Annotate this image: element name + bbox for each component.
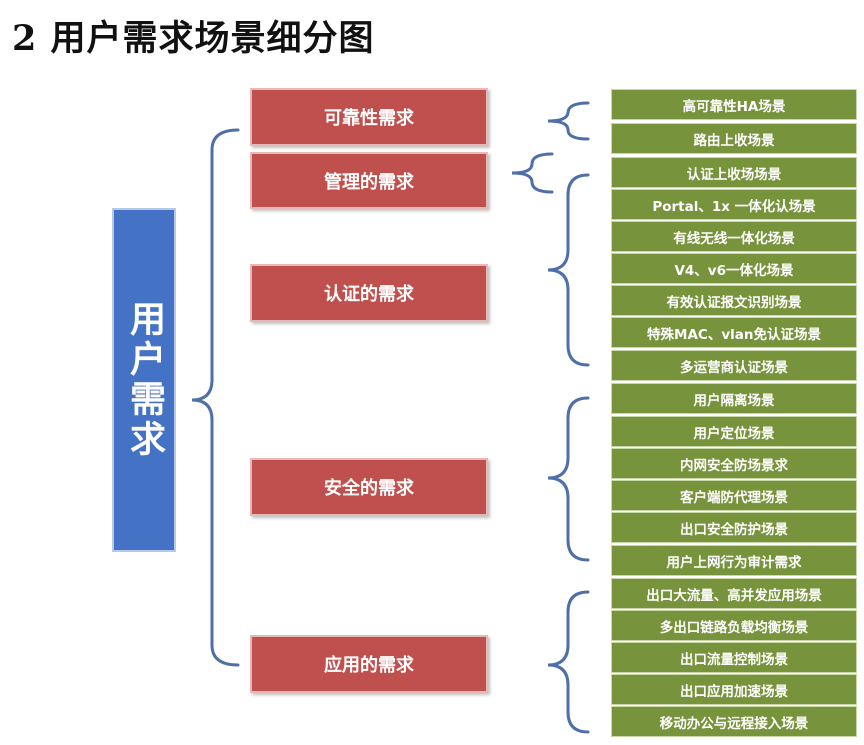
page-title: 2 用户需求场景细分图 [12, 18, 375, 59]
leaf-item: 多出口链路负载均衡场景 [611, 610, 857, 641]
leaf-item: 内网安全防场景求 [611, 448, 857, 479]
brace-management [511, 152, 554, 194]
leaf-item: 出口大流量、高并发应用场景 [611, 578, 857, 609]
leaf-item: 用户上网行为审计需求 [611, 545, 857, 576]
leaf-item: 用户定位场景 [611, 416, 857, 447]
leaf-item: 路由上收场景 [611, 123, 857, 154]
brace-reliability [547, 101, 590, 141]
brace-application [547, 590, 590, 734]
leaf-item: V4、v6一体化场景 [611, 253, 857, 284]
root-node: 用户需求 [112, 208, 176, 552]
category-reliability: 可靠性需求 [250, 88, 488, 146]
leaf-item: 特殊MAC、vlan免认证场景 [611, 317, 857, 348]
leaf-item: Portal、1x 一体化认场景 [611, 189, 857, 220]
leaf-item: 出口流量控制场景 [611, 642, 857, 673]
category-authentication: 认证的需求 [250, 264, 488, 322]
root-brace [191, 128, 240, 667]
leaf-item: 有线无线一体化场景 [611, 221, 857, 252]
leaf-item: 出口应用加速场景 [611, 674, 857, 705]
brace-auth [547, 173, 590, 367]
leaf-item: 多运营商认证场景 [611, 350, 857, 381]
leaf-item: 用户隔离场景 [611, 383, 857, 414]
leaf-item: 客户端防代理场景 [611, 480, 857, 511]
root-label: 用户需求 [124, 300, 165, 460]
leaf-item: 出口安全防护场景 [611, 512, 857, 543]
category-management: 管理的需求 [250, 152, 488, 209]
leaf-item: 有效认证报文识别场景 [611, 285, 857, 316]
category-security: 安全的需求 [250, 458, 488, 516]
leaf-item: 移动办公与远程接入场景 [611, 706, 857, 737]
leaf-item: 高可靠性HA场景 [611, 89, 857, 120]
leaf-item: 认证上收场场景 [611, 157, 857, 188]
category-application: 应用的需求 [250, 635, 488, 693]
brace-security [547, 396, 590, 562]
